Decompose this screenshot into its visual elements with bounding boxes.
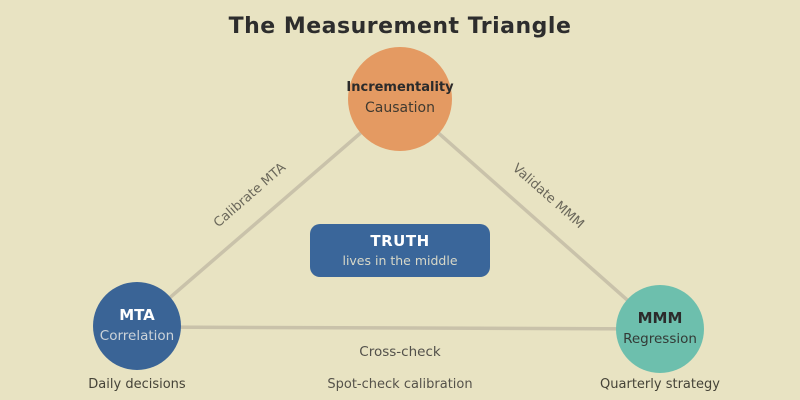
node-mta-label: MTA bbox=[119, 306, 155, 325]
node-mmm-label: MMM bbox=[637, 309, 683, 328]
footnote-daily-decisions: Daily decisions bbox=[88, 377, 186, 392]
node-mmm-sublabel: Regression bbox=[623, 331, 697, 348]
edge-line-validate bbox=[398, 97, 662, 331]
footnote-spot-check-calibration: Spot-check calibration bbox=[327, 377, 473, 392]
node-mta-sublabel: Correlation bbox=[99, 328, 175, 345]
edge-line-calibrate bbox=[135, 97, 402, 328]
node-mmm: MMM Regression bbox=[616, 285, 704, 373]
diagram-title: The Measurement Triangle bbox=[228, 14, 572, 39]
node-mta: MTA Correlation bbox=[93, 282, 181, 370]
edge-line-crosscheck bbox=[136, 325, 661, 331]
truth-box-label: TRUTH bbox=[370, 231, 430, 250]
footnote-quarterly-strategy: Quarterly strategy bbox=[600, 377, 720, 392]
truth-center-box: TRUTH lives in the middle bbox=[310, 224, 490, 277]
node-incrementality-sublabel: Causation bbox=[365, 100, 435, 117]
node-incrementality: Incrementality Causation bbox=[346, 47, 454, 151]
edge-label-cross-check: Cross-check bbox=[359, 344, 441, 360]
node-incrementality-label: Incrementality bbox=[346, 80, 454, 96]
truth-box-sublabel: lives in the middle bbox=[342, 253, 458, 269]
